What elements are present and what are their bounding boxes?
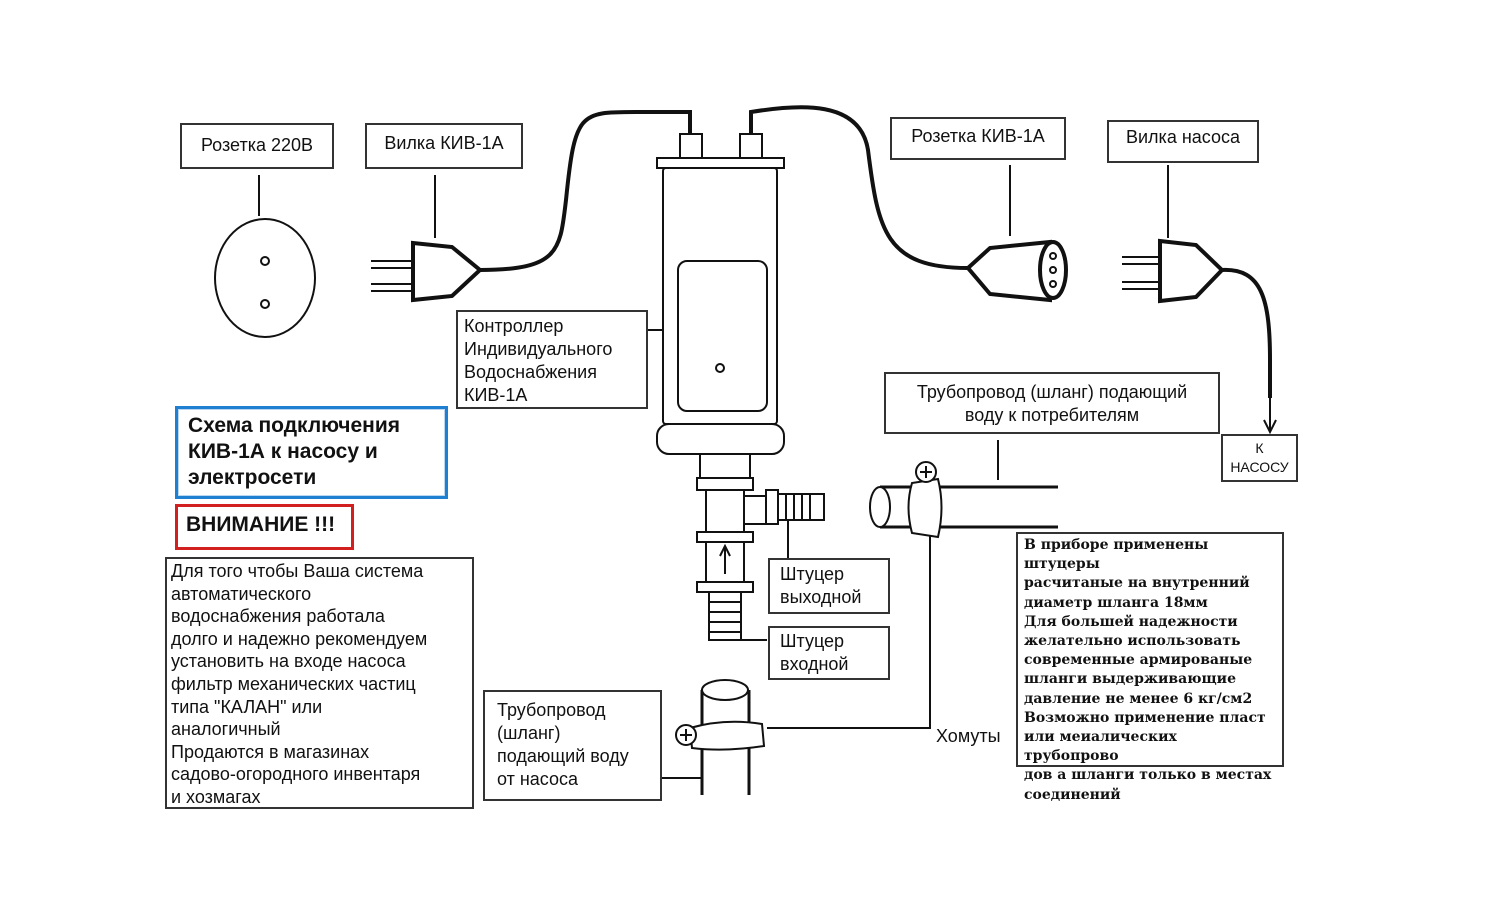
label-pipe-in: Трубопровод (шланг) подающий воду от нас… [483,690,662,801]
label-socket-kiv: Розетка КИВ-1А [890,117,1066,160]
note-fittings-info: В приборе применены штуцеры расчитаные н… [1016,532,1284,803]
clamp-bottom-icon [675,720,766,751]
controller-kiv-icon [656,133,785,480]
warning-badge: ВНИМАНИЕ !!! [175,504,354,550]
clamp-top-icon [907,461,943,539]
socket-220-icon [214,218,316,338]
cable-controller-to-socket [749,105,969,270]
leader-clamps [767,535,931,729]
note-filter-recommendation: Для того чтобы Ваша система автоматическ… [165,557,474,809]
plug-pump-icon [1122,238,1225,304]
label-clamps: Хомуты [936,726,1001,746]
label-fitting-out: Штуцер выходной [768,558,890,614]
arrow-to-pump-icon [1221,267,1277,435]
cable-plug-to-controller [479,109,692,272]
label-socket-220: Розетка 220В [180,123,334,169]
plug-kiv-icon [371,240,484,303]
socket-kiv-icon [965,239,1068,303]
label-controller: Контроллер Индивидуального Водоснабжения… [456,310,648,409]
label-pipe-out: Трубопровод (шланг) подающий воду к потр… [884,372,1220,434]
label-plug-pump: Вилка насоса [1107,120,1259,163]
pipe-in-icon [700,679,751,795]
label-plug-kiv: Вилка КИВ-1А [365,123,523,169]
tee-fitting-icon [696,477,825,641]
label-fitting-in: Штуцер входной [768,626,890,680]
label-to-pump: К НАСОСУ [1221,434,1298,482]
diagram-title: Схема подключения КИВ-1А к насосу и элек… [175,406,448,499]
pipe-out-icon [869,485,1058,529]
